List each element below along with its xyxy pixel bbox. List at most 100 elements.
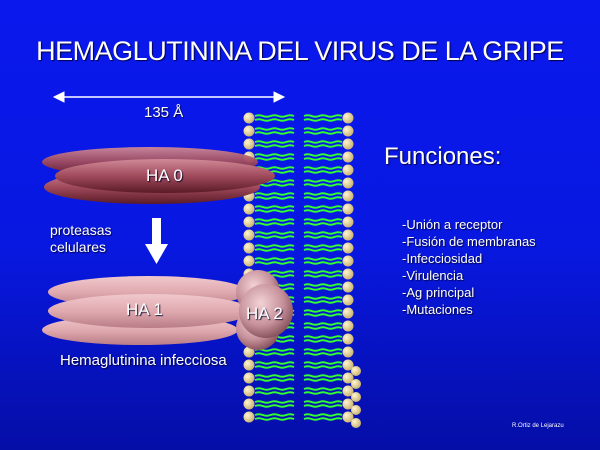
lipid-tail <box>303 352 343 356</box>
lipid-head <box>243 125 255 137</box>
lipid-tail <box>254 131 295 135</box>
lipid-head <box>351 392 361 402</box>
lipid-head <box>351 366 361 376</box>
lipid-tail <box>254 417 295 421</box>
lipid-tail <box>254 235 295 239</box>
lipid-tail <box>303 313 343 317</box>
lipid-tail <box>303 361 343 365</box>
lipid-tail <box>303 391 343 395</box>
function-item: -Virulencia <box>402 268 464 283</box>
lipid-tail <box>303 326 343 330</box>
lipid-head <box>243 346 255 358</box>
function-item: -Unión a receptor <box>402 217 503 232</box>
lipid-tail <box>254 352 295 356</box>
lipid-tail <box>254 374 295 378</box>
lipid-tail <box>303 235 343 239</box>
lipid-tail <box>254 153 295 157</box>
lipid-tail <box>254 166 295 170</box>
ha2-protein <box>236 270 293 350</box>
lipid-tail <box>303 413 343 417</box>
protease-label-line2: celulares <box>50 239 107 255</box>
lipid-tail <box>303 300 343 304</box>
lipid-tail <box>303 296 343 300</box>
ha0-protein <box>42 147 275 204</box>
lipid-tail <box>254 218 295 222</box>
lipid-head <box>243 242 255 254</box>
cleavage-arrow <box>145 218 168 264</box>
lipid-head <box>243 255 255 267</box>
lipid-head <box>243 411 255 423</box>
lipid-tail <box>303 231 343 235</box>
lipid-head <box>243 138 255 150</box>
lipid-head <box>243 372 255 384</box>
lipid-tail <box>303 287 343 291</box>
lipid-tail <box>254 391 295 395</box>
lipid-head <box>351 418 361 428</box>
lipid-tail <box>303 153 343 157</box>
lipid-tail <box>254 261 295 265</box>
lipid-head <box>342 281 354 293</box>
lipid-head <box>342 372 354 384</box>
lipid-tail <box>254 144 295 148</box>
lipid-tail <box>254 257 295 261</box>
lipid-head <box>243 216 255 228</box>
lipid-head <box>342 268 354 280</box>
lipid-tail <box>254 205 295 209</box>
lipid-tail <box>254 127 295 131</box>
function-item: -Mutaciones <box>402 302 473 317</box>
lipid-head <box>342 385 354 397</box>
lipid-tail <box>254 222 295 226</box>
dimension-label: 135 Å <box>144 104 184 121</box>
protease-label: proteasas celulares <box>50 222 111 256</box>
lipid-tail <box>303 140 343 144</box>
protease-label-line1: proteasas <box>50 222 112 238</box>
ha0-label: HA 0 <box>146 166 183 185</box>
lipid-head <box>342 164 354 176</box>
lipid-tail <box>254 413 295 417</box>
lipid-tail <box>254 348 295 352</box>
lipid-head <box>342 229 354 241</box>
dimension-arrow <box>52 91 286 103</box>
lipid-tail <box>303 348 343 352</box>
function-item: -Fusión de membranas <box>402 234 536 249</box>
lipid-tail <box>303 144 343 148</box>
author-credit: R.Ortiz de Lejarazu <box>512 423 564 429</box>
lipid-tail <box>254 400 295 404</box>
lipid-tail <box>254 231 295 235</box>
lipid-tail <box>303 400 343 404</box>
lipid-tail <box>303 387 343 391</box>
lipid-tail <box>303 218 343 222</box>
lipid-tail <box>254 244 295 248</box>
lipid-tail <box>254 209 295 213</box>
lipid-tail <box>303 131 343 135</box>
lipid-head <box>342 203 354 215</box>
lipid-tail <box>303 118 343 122</box>
ha2-label: HA 2 <box>246 304 283 323</box>
lipid-tail <box>303 257 343 261</box>
lipid-tail <box>254 183 295 187</box>
lipid-head <box>342 216 354 228</box>
lipid-tail <box>303 417 343 421</box>
lipid-tail <box>303 166 343 170</box>
lipid-head <box>342 151 354 163</box>
lipid-head <box>243 203 255 215</box>
lipid-tail <box>303 209 343 213</box>
lipid-tail <box>254 248 295 252</box>
lipid-head <box>342 346 354 358</box>
lipid-tail <box>254 361 295 365</box>
lipid-head <box>243 398 255 410</box>
lipid-tail <box>254 157 295 161</box>
lipid-tail <box>303 404 343 408</box>
lipid-head <box>342 255 354 267</box>
lipid-tail <box>303 322 343 326</box>
lipid-tail <box>254 140 295 144</box>
lipid-tail <box>254 387 295 391</box>
lipid-tail <box>254 196 295 200</box>
lipid-head <box>342 333 354 345</box>
lipid-tail <box>303 270 343 274</box>
lipid-tail <box>303 339 343 343</box>
slide-title: HEMAGLUTININA DEL VIRUS DE LA GRIPE <box>36 36 564 66</box>
lipid-tail <box>303 374 343 378</box>
lipid-tail <box>254 365 295 369</box>
